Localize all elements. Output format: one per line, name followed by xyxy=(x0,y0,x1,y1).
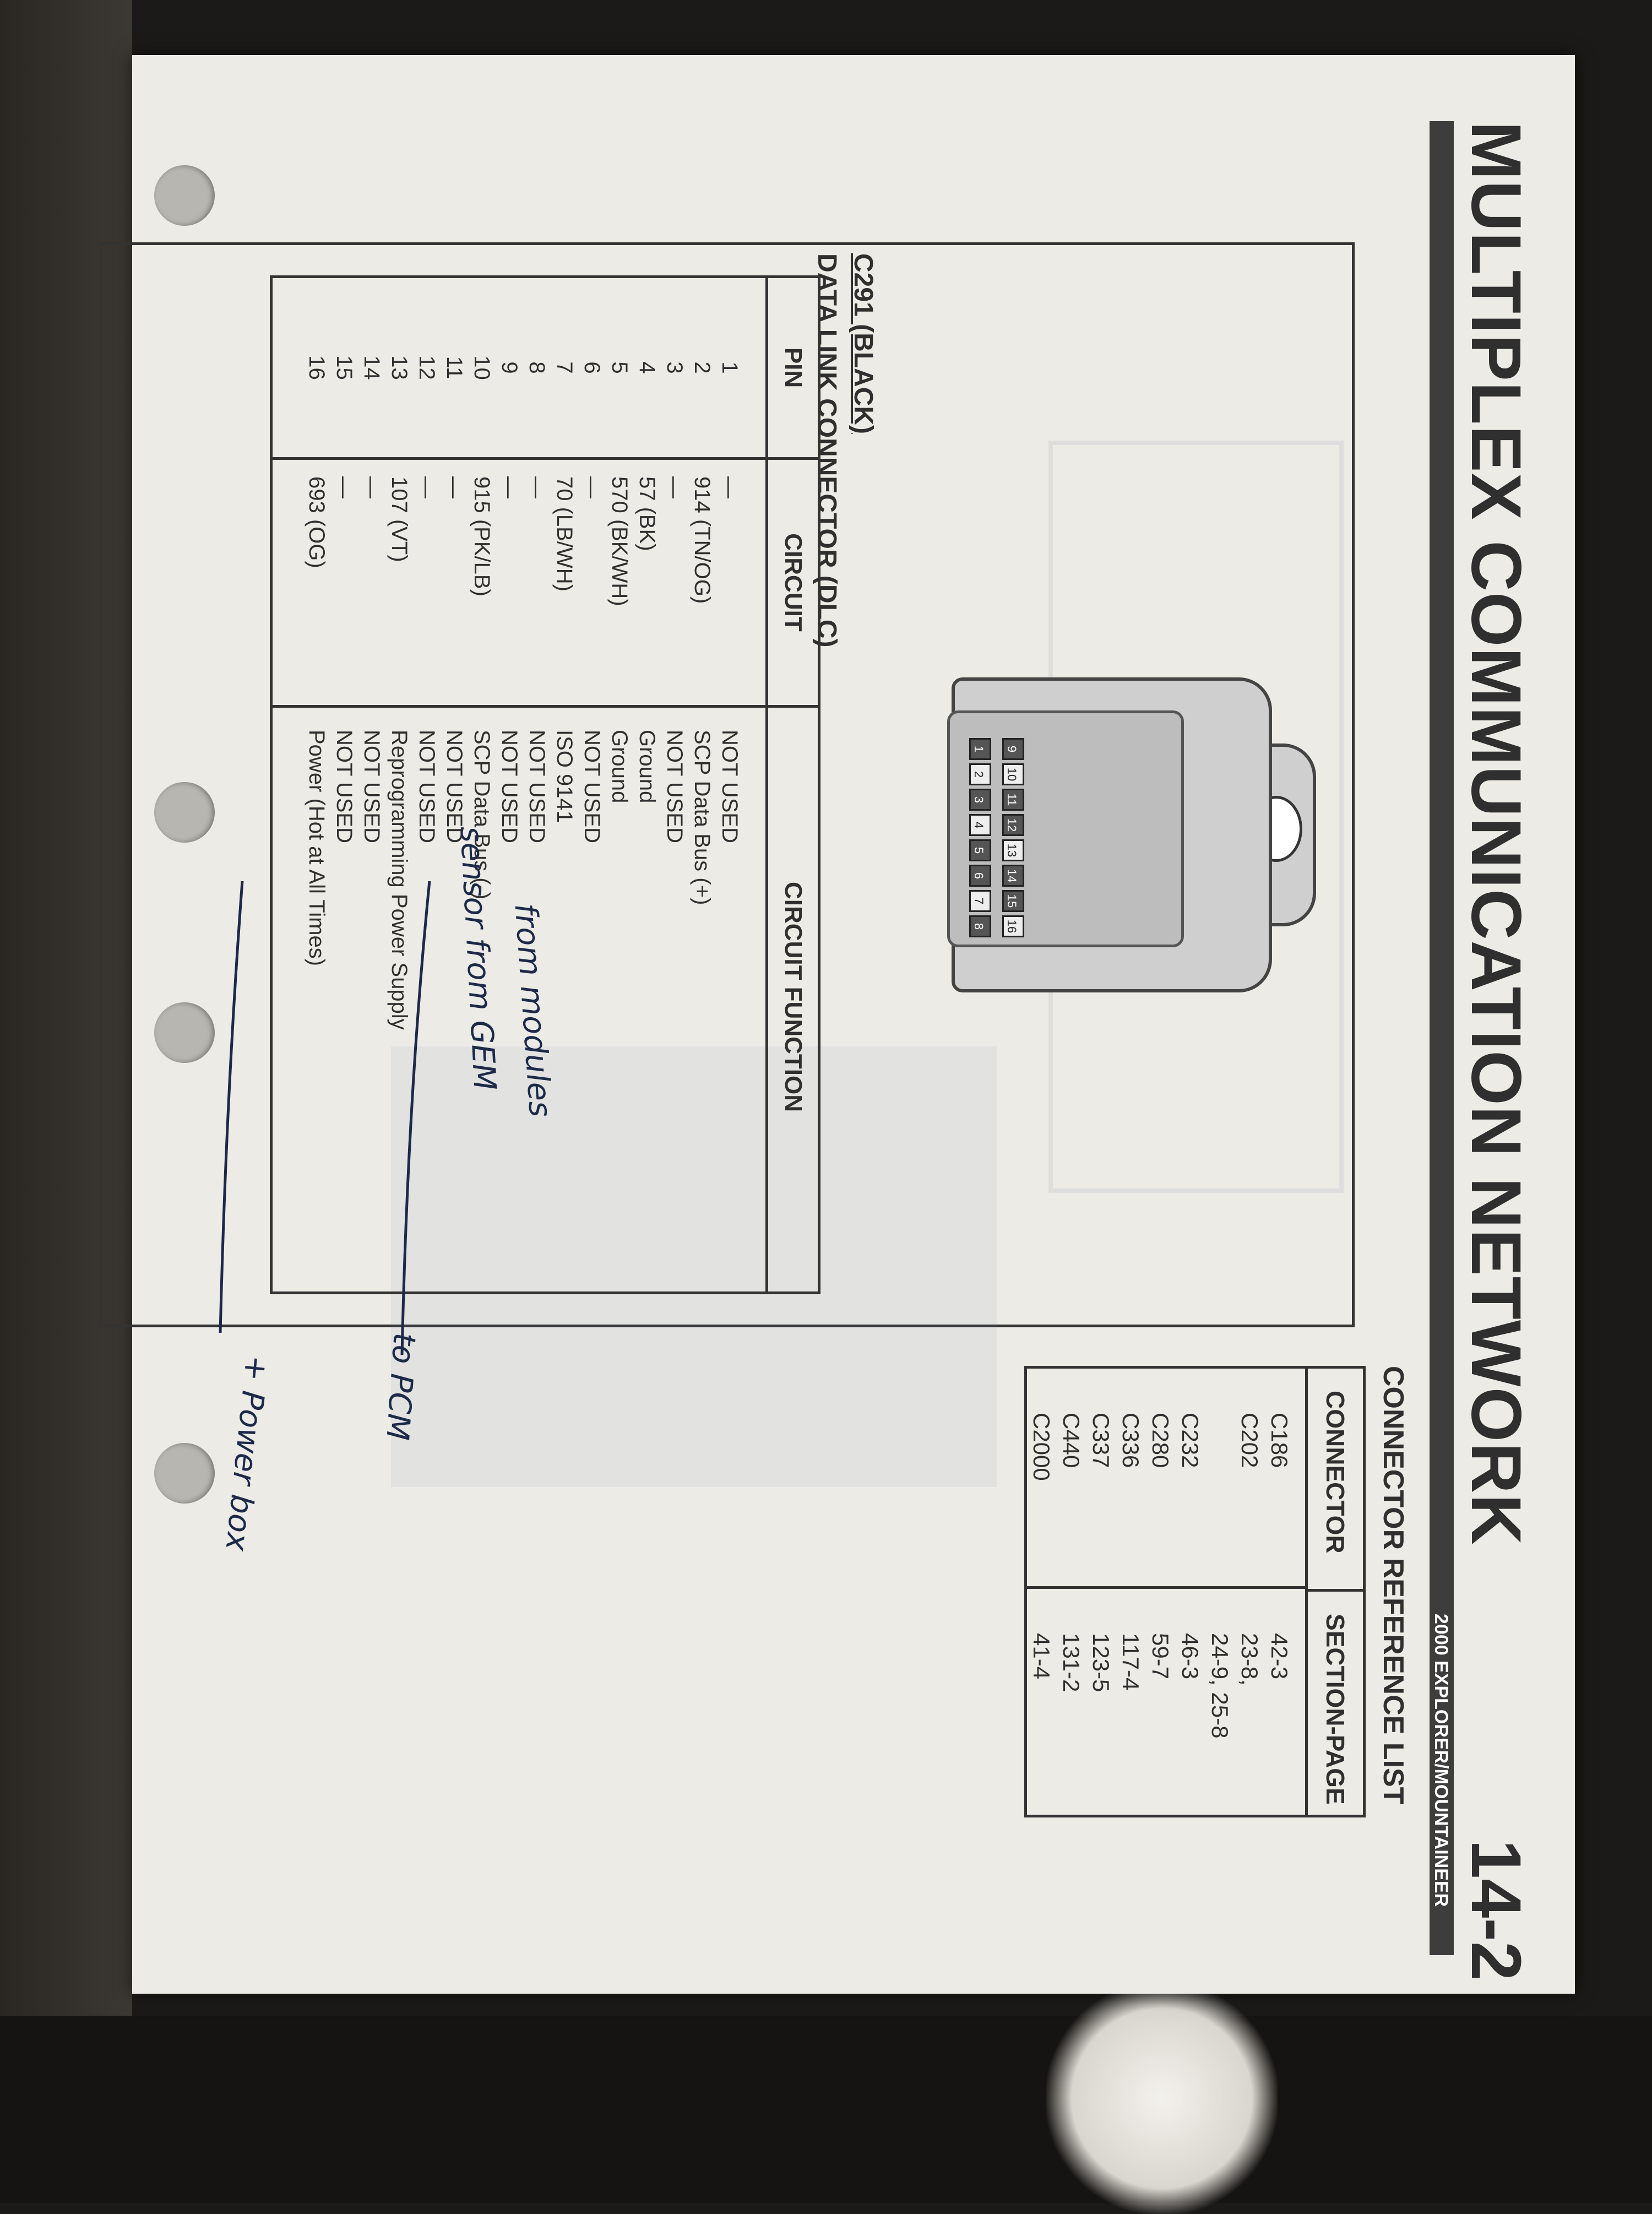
vehicle-subtitle: 2000 EXPLORER/MOUNTAINEER xyxy=(1430,1608,1452,1913)
dlc-pin: 14 xyxy=(1002,865,1024,887)
dlc-pin: 1 xyxy=(969,738,991,760)
connector-cell: C232 xyxy=(1177,1413,1203,1468)
section-page-column: 42-3 23-8, 24-9, 25-8 46-3 59-7 117-4 12… xyxy=(1024,1589,1305,1738)
function-cell: ISO 9141 xyxy=(552,730,577,823)
pin-cell: 15 xyxy=(332,355,356,380)
circuit-cell: 107 (VT) xyxy=(387,476,411,562)
circuit-cell: — xyxy=(497,476,521,498)
dlc-pin: 13 xyxy=(1002,839,1024,861)
function-cell: Ground xyxy=(635,730,659,804)
function-cell: NOT USED xyxy=(718,730,742,843)
dlc-pin: 12 xyxy=(1002,814,1024,836)
dlc-pin: 8 xyxy=(969,915,991,937)
connector-cell: C280 xyxy=(1148,1413,1173,1468)
pin-cell: 2 xyxy=(690,361,714,374)
pin-cell: 14 xyxy=(360,355,384,380)
pin-cell: 3 xyxy=(662,361,687,374)
pin-cell: 11 xyxy=(442,356,466,379)
manual-page: MULTIPLEX COMMUNICATION NETWORK 14-2 200… xyxy=(99,55,1575,1994)
pin-cell: 4 xyxy=(635,361,659,374)
page-title: MULTIPLEX COMMUNICATION NETWORK xyxy=(1457,121,1535,1545)
function-cell: NOT USED xyxy=(580,730,604,843)
circuit-cell: 914 (TN/OG) xyxy=(690,476,714,604)
background-cloth xyxy=(1046,1983,1278,2214)
section-page-cell: 46-3 xyxy=(1177,1633,1203,1680)
pin-cell: 13 xyxy=(387,355,411,380)
dlc-pin: 2 xyxy=(969,763,991,785)
dlc-pin: 9 xyxy=(1002,738,1024,760)
pin-cell: 6 xyxy=(580,361,604,374)
function-cell: SCP Data Bus (+) xyxy=(690,730,714,905)
dlc-connector-name: C291 (BLACK) xyxy=(849,253,878,435)
dlc-pin: 6 xyxy=(969,865,991,887)
section-page-cell: 123-5 xyxy=(1088,1633,1114,1692)
connector-cell: C2000 xyxy=(1029,1413,1055,1481)
section-page-cell: 59-7 xyxy=(1148,1633,1173,1680)
connector-reference-header: CONNECTOR SECTION-PAGE xyxy=(1305,1369,1363,1815)
pin-cell: 16 xyxy=(305,355,329,380)
header-circuit-function: CIRCUIT FUNCTION xyxy=(780,882,807,1112)
circuit-cell: — xyxy=(580,476,604,498)
dlc-pin: 10 xyxy=(1002,763,1024,785)
section-page-cell: 117-4 xyxy=(1118,1633,1144,1691)
circuit-cell: — xyxy=(662,476,687,498)
circuit-cell: 915 (PK/LB) xyxy=(470,476,494,596)
dlc-pin: 4 xyxy=(969,814,991,836)
pin-cell: 8 xyxy=(525,361,549,374)
dlc-pin: 7 xyxy=(969,890,991,912)
background-bottom xyxy=(0,2016,1652,2203)
section-page-cell: 131-2 xyxy=(1058,1633,1084,1692)
connector-cell: C337 xyxy=(1088,1413,1114,1468)
circuit-cell: 70 (LB/WH) xyxy=(552,476,577,592)
circuit-cell: — xyxy=(718,476,742,498)
header-pin: PIN xyxy=(768,278,818,460)
circuit-cell: — xyxy=(525,476,549,498)
section-page-cell: 42-3 xyxy=(1267,1633,1292,1680)
function-cell: Ground xyxy=(607,730,632,804)
connector-reference-title: CONNECTOR REFERENCE LIST xyxy=(1377,1366,1409,1805)
connector-cell: C336 xyxy=(1118,1413,1144,1468)
section-page-cell: 23-8, xyxy=(1237,1633,1263,1686)
connector-reference-table: CONNECTOR SECTION-PAGE C186 C202 C232 C2… xyxy=(1024,1366,1366,1817)
pin-cell: 12 xyxy=(415,355,439,380)
dlc-pin: 11 xyxy=(1002,789,1024,811)
handwritten-note-power-box: + Power box xyxy=(218,1353,275,1553)
circuit-cell: 570 (BK/WH) xyxy=(607,476,632,606)
connector-cell: C186 xyxy=(1267,1413,1292,1468)
dlc-pin: 16 xyxy=(1002,915,1024,937)
connector-cell: C202 xyxy=(1237,1413,1263,1468)
header-connector: CONNECTOR xyxy=(1308,1369,1363,1592)
circuit-cell: 57 (BK) xyxy=(635,476,659,551)
pin-cell: 9 xyxy=(497,361,521,374)
circuit-cell: — xyxy=(415,476,439,498)
circuit-cell: — xyxy=(332,476,356,498)
circuit-cell: 693 (OG) xyxy=(305,476,329,568)
dlc-pin: 15 xyxy=(1002,890,1024,912)
dlc-pin: 5 xyxy=(969,839,991,861)
header-circuit: CIRCUIT xyxy=(768,460,818,708)
page-number: 14-2 xyxy=(1457,1839,1535,1981)
circuit-column: —914 (TN/OG)—57 (BK)570 (BK/WH)—70 (LB/W… xyxy=(270,460,765,708)
pin-cell: 1 xyxy=(718,361,742,374)
pin-cell: 7 xyxy=(552,361,577,374)
handwritten-pointer-lines xyxy=(219,881,431,1355)
pin-table-header: PIN CIRCUIT CIRCUIT FUNCTION xyxy=(765,278,818,1292)
circuit-cell: — xyxy=(442,476,466,498)
function-cell: NOT USED xyxy=(662,730,687,843)
binder-hole xyxy=(154,1443,215,1504)
pin-cell: 10 xyxy=(470,355,494,380)
header-section-page: SECTION-PAGE xyxy=(1321,1614,1350,1805)
pin-cell: 5 xyxy=(607,361,632,374)
connector-cell xyxy=(1205,1413,1235,1586)
section-page-cell: 41-4 xyxy=(1029,1633,1055,1680)
section-page-cell: 24-9, 25-8 xyxy=(1207,1633,1233,1739)
connector-cell: C440 xyxy=(1058,1413,1084,1468)
circuit-cell: — xyxy=(360,476,384,498)
background-left xyxy=(0,0,132,2203)
dlc-pin: 3 xyxy=(969,789,991,811)
binder-hole xyxy=(154,165,215,226)
connector-column: C186 C202 C232 C280 C336 C337 C440 C2000 xyxy=(1024,1369,1305,1589)
